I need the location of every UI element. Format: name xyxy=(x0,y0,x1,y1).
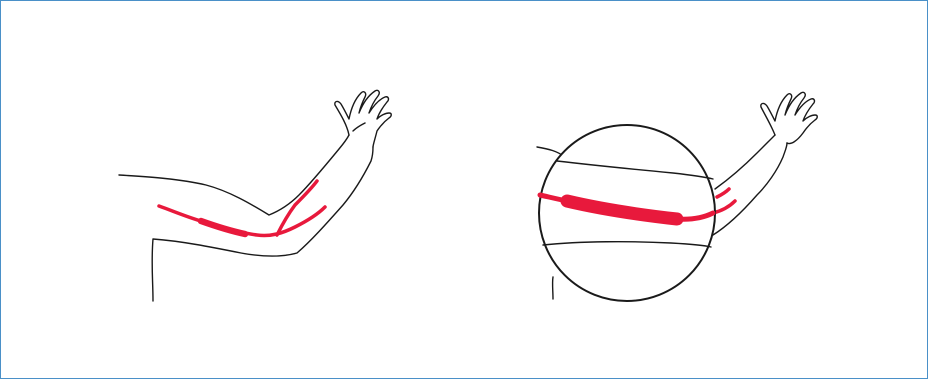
arm-lower-outline xyxy=(152,147,373,301)
arm-magnified-view xyxy=(537,92,817,301)
arm-forearm-lower xyxy=(713,143,787,235)
vein-outside-circle xyxy=(713,201,735,213)
arm-full-view xyxy=(119,90,391,301)
hand-crease xyxy=(353,123,365,131)
hand-outline-right xyxy=(761,92,817,143)
vein-outside-branch xyxy=(717,189,729,197)
arm-forearm-upper xyxy=(715,135,775,189)
vein-catheter-segment xyxy=(201,221,245,234)
hand-outline xyxy=(335,90,391,147)
arm-upper-outline xyxy=(119,135,349,215)
